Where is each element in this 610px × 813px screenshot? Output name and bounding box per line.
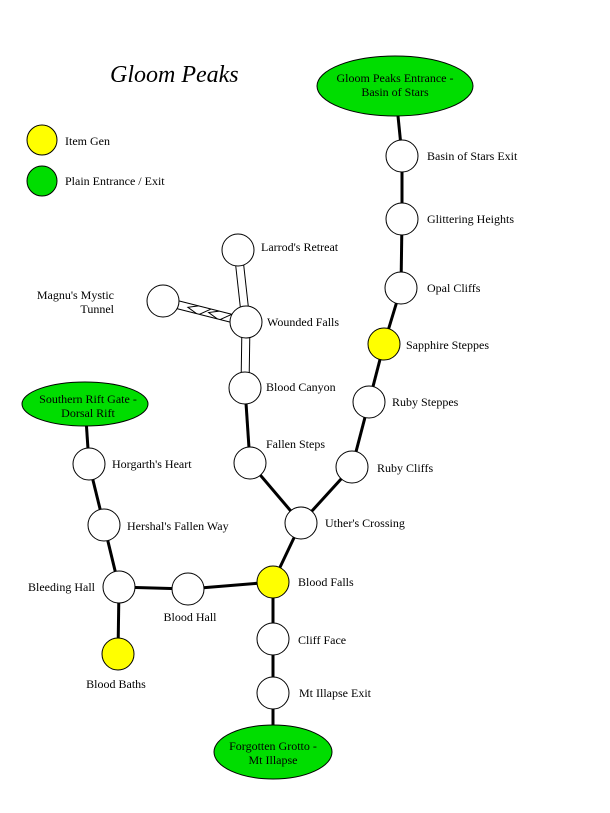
location-ruby-cliffs[interactable]: Ruby Cliffs [335, 450, 433, 484]
location-sapphire-steppes-marker [367, 327, 401, 361]
location-bleeding-hall-label: Bleeding Hall [28, 580, 96, 594]
location-uthers-crossing[interactable]: Uther's Crossing [284, 506, 405, 540]
location-magnus-tunnel-marker [146, 284, 180, 318]
location-horgarths-heart-label: Horgarth's Heart [112, 457, 192, 471]
location-blood-baths-marker [101, 637, 135, 671]
location-blood-canyon-marker [228, 371, 262, 405]
location-mt-illapse-exit-label: Mt Illapse Exit [299, 686, 372, 700]
location-bleeding-hall-marker [102, 570, 136, 604]
location-horgarths-heart[interactable]: Horgarth's Heart [72, 447, 192, 481]
location-ruby-cliffs-marker [335, 450, 369, 484]
location-cliff-face[interactable]: Cliff Face [256, 622, 346, 656]
location-blood-falls-marker [256, 565, 290, 599]
locations: Gloom Peaks Entrance -Basin of StarsBasi… [21, 55, 518, 780]
location-blood-hall-label: Blood Hall [164, 610, 218, 624]
legend: Item Gen Plain Entrance / Exit [26, 124, 165, 197]
location-opal-cliffs-marker [384, 271, 418, 305]
location-fallen-steps-label: Fallen Steps [266, 437, 325, 451]
location-basin-entrance-marker [316, 55, 474, 117]
location-opal-cliffs[interactable]: Opal Cliffs [384, 271, 481, 305]
location-uthers-crossing-label: Uther's Crossing [325, 516, 405, 530]
location-wounded-falls[interactable]: Wounded Falls [229, 305, 339, 339]
location-ruby-steppes-label: Ruby Steppes [392, 395, 459, 409]
legend-entrance-swatch [26, 165, 58, 197]
location-glittering-heights[interactable]: Glittering Heights [385, 202, 514, 236]
legend-item-gen-label: Item Gen [65, 134, 110, 148]
location-blood-baths-label: Blood Baths [86, 677, 146, 691]
location-southern-rift-gate-label: Southern Rift Gate -Dorsal Rift [39, 392, 137, 420]
location-basin-entrance-label: Gloom Peaks Entrance -Basin of Stars [337, 71, 454, 99]
location-ruby-cliffs-label: Ruby Cliffs [377, 461, 433, 475]
location-fallen-steps-marker [233, 446, 267, 480]
location-larrods-retreat-marker [221, 233, 255, 267]
location-fallen-steps[interactable]: Fallen Steps [233, 437, 325, 480]
location-ruby-steppes-marker [352, 385, 386, 419]
map-title: Gloom Peaks [110, 62, 239, 88]
location-glittering-heights-marker [385, 202, 419, 236]
location-cliff-face-marker [256, 622, 290, 656]
location-forgotten-grotto-marker [213, 724, 333, 780]
location-blood-falls[interactable]: Blood Falls [256, 565, 354, 599]
legend-entrance-label: Plain Entrance / Exit [65, 174, 165, 188]
location-blood-hall-marker [171, 572, 205, 606]
location-mt-illapse-exit-marker [256, 676, 290, 710]
location-blood-falls-label: Blood Falls [298, 575, 354, 589]
location-opal-cliffs-label: Opal Cliffs [427, 281, 481, 295]
legend-item-gen-swatch [26, 124, 58, 156]
location-wounded-falls-label: Wounded Falls [267, 315, 339, 329]
location-hershals-fallen-way-label: Hershal's Fallen Way [127, 519, 229, 533]
location-horgarths-heart-marker [72, 447, 106, 481]
location-southern-rift-gate[interactable]: Southern Rift Gate -Dorsal Rift [21, 381, 149, 427]
location-forgotten-grotto-label: Forgotten Grotto -Mt Illapse [229, 739, 317, 767]
location-southern-rift-gate-marker [21, 381, 149, 427]
location-forgotten-grotto[interactable]: Forgotten Grotto -Mt Illapse [213, 724, 333, 780]
location-larrods-retreat[interactable]: Larrod's Retreat [221, 233, 339, 267]
location-ruby-steppes[interactable]: Ruby Steppes [352, 385, 459, 419]
location-basin-exit[interactable]: Basin of Stars Exit [385, 139, 518, 173]
location-basin-entrance[interactable]: Gloom Peaks Entrance -Basin of Stars [316, 55, 474, 117]
location-blood-canyon-label: Blood Canyon [266, 380, 336, 394]
location-bleeding-hall[interactable]: Bleeding Hall [28, 570, 136, 604]
location-blood-canyon[interactable]: Blood Canyon [228, 371, 336, 405]
location-sapphire-steppes-label: Sapphire Steppes [406, 338, 489, 352]
location-blood-baths[interactable]: Blood Baths [86, 637, 146, 691]
location-larrods-retreat-label: Larrod's Retreat [261, 240, 339, 254]
location-uthers-crossing-marker [284, 506, 318, 540]
location-glittering-heights-label: Glittering Heights [427, 212, 514, 226]
location-cliff-face-label: Cliff Face [298, 633, 346, 647]
location-basin-exit-label: Basin of Stars Exit [427, 149, 518, 163]
location-basin-exit-marker [385, 139, 419, 173]
location-wounded-falls-marker [229, 305, 263, 339]
location-hershals-fallen-way-marker [87, 508, 121, 542]
location-mt-illapse-exit[interactable]: Mt Illapse Exit [256, 676, 372, 710]
location-blood-hall[interactable]: Blood Hall [164, 572, 218, 624]
location-hershals-fallen-way[interactable]: Hershal's Fallen Way [87, 508, 229, 542]
location-sapphire-steppes[interactable]: Sapphire Steppes [367, 327, 489, 361]
